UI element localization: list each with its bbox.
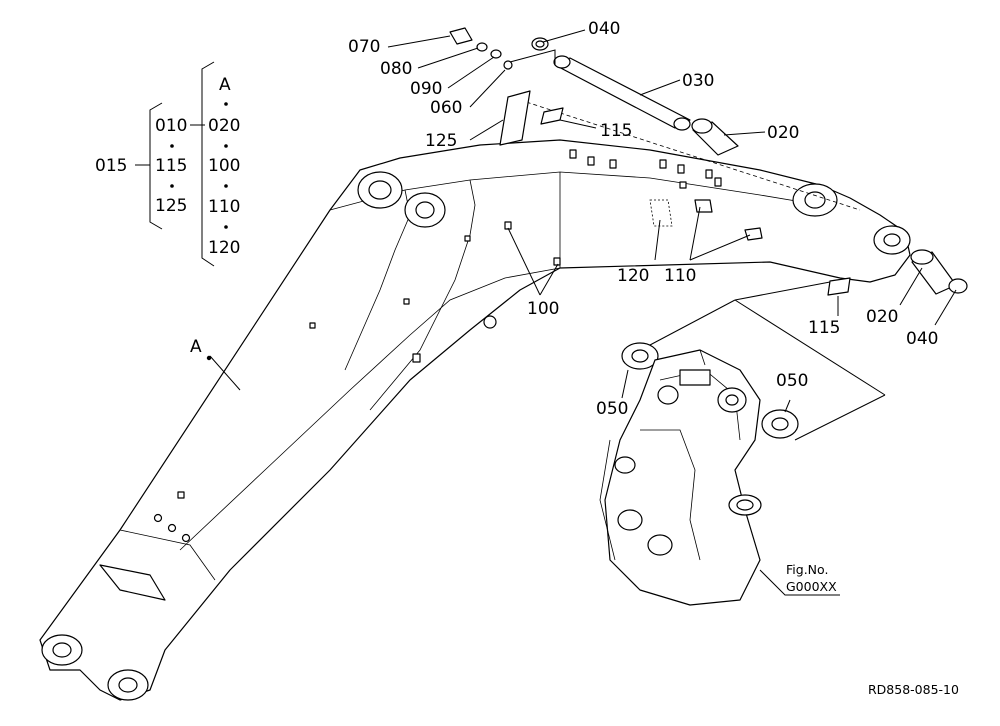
callout-020-top: 020 <box>767 123 799 143</box>
callout-050-left: 050 <box>596 399 628 419</box>
index-group-item-2: 125 <box>155 196 187 216</box>
swing-bracket <box>599 349 762 606</box>
callout-030: 030 <box>682 71 714 91</box>
index-A-label: A <box>219 75 231 95</box>
callout-020-bottom: 020 <box>866 307 898 327</box>
fig-ref-line1: Fig.No. <box>786 562 828 577</box>
callout-120: 120 <box>617 266 649 286</box>
boom <box>39 99 911 701</box>
callout-040-top: 040 <box>588 19 620 39</box>
leader-lines <box>209 29 957 596</box>
index-group-item-1: 115 <box>155 156 187 176</box>
index-A-item-2: 110 <box>208 197 240 217</box>
pin-assembly <box>449 27 968 439</box>
callout-A-boom: A <box>190 337 202 357</box>
fig-ref-line2: G000XX <box>786 579 837 594</box>
callout-090: 090 <box>410 79 442 99</box>
index-A-item-0: 020 <box>208 116 240 136</box>
callout-070: 070 <box>348 37 380 57</box>
callout-080: 080 <box>380 59 412 79</box>
callout-050-right: 050 <box>776 371 808 391</box>
callout-060: 060 <box>430 98 462 118</box>
index-group-item-0: 010 <box>155 116 187 136</box>
callout-115-bottom: 115 <box>808 318 840 338</box>
index-A-item-3: 120 <box>208 238 240 258</box>
callout-100: 100 <box>527 299 559 319</box>
figure-reference: Fig.No. G000XX <box>786 562 837 594</box>
callout-110: 110 <box>664 266 696 286</box>
index-A-item-1: 100 <box>208 156 240 176</box>
callout-115-top: 115 <box>600 121 632 141</box>
callout-125: 125 <box>425 131 457 151</box>
assembly-index: 015 010 115 125 A 020 100 110 120 <box>95 61 240 267</box>
callout-040-bottom: 040 <box>906 329 938 349</box>
index-group-label: 015 <box>95 156 127 176</box>
callout-labels: 070 080 090 040 030 060 125 115 020 120 … <box>190 19 938 419</box>
drawing-code: RD858-085-10 <box>868 682 959 697</box>
